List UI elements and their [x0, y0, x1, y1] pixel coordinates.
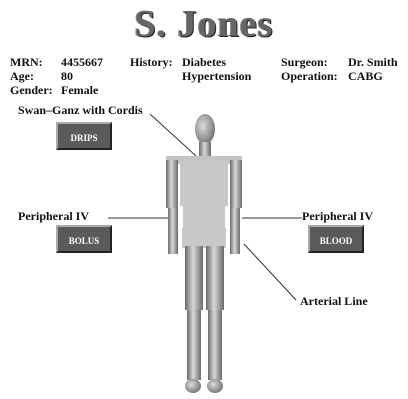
right-thigh	[206, 246, 224, 310]
torso-lower	[183, 206, 225, 228]
blood-button[interactable]: BLOOD	[308, 225, 364, 253]
left-upper-arm	[166, 160, 178, 208]
left-shin	[187, 310, 201, 380]
left-thigh	[185, 246, 203, 310]
drips-button[interactable]: DRIPS	[56, 122, 112, 150]
swan-ganz-caption: Swan–Ganz with Cordis	[18, 103, 143, 118]
arterial-line	[244, 244, 296, 300]
peripheral-iv-right-caption: Peripheral IV	[302, 209, 373, 224]
pelvis-shape	[182, 228, 226, 248]
neck-shape	[199, 142, 211, 158]
right-upper-arm	[230, 160, 242, 208]
right-foot	[207, 379, 223, 393]
left-foot	[185, 379, 201, 393]
left-forearm	[168, 208, 178, 254]
right-forearm	[230, 208, 240, 254]
torso-upper	[180, 160, 228, 206]
bolus-button[interactable]: BOLUS	[56, 225, 112, 253]
right-shin	[208, 310, 222, 380]
head-shape	[195, 114, 215, 144]
arterial-line-caption: Arterial Line	[300, 294, 368, 309]
swan-ganz-line	[150, 114, 196, 156]
peripheral-iv-left-caption: Peripheral IV	[18, 209, 89, 224]
